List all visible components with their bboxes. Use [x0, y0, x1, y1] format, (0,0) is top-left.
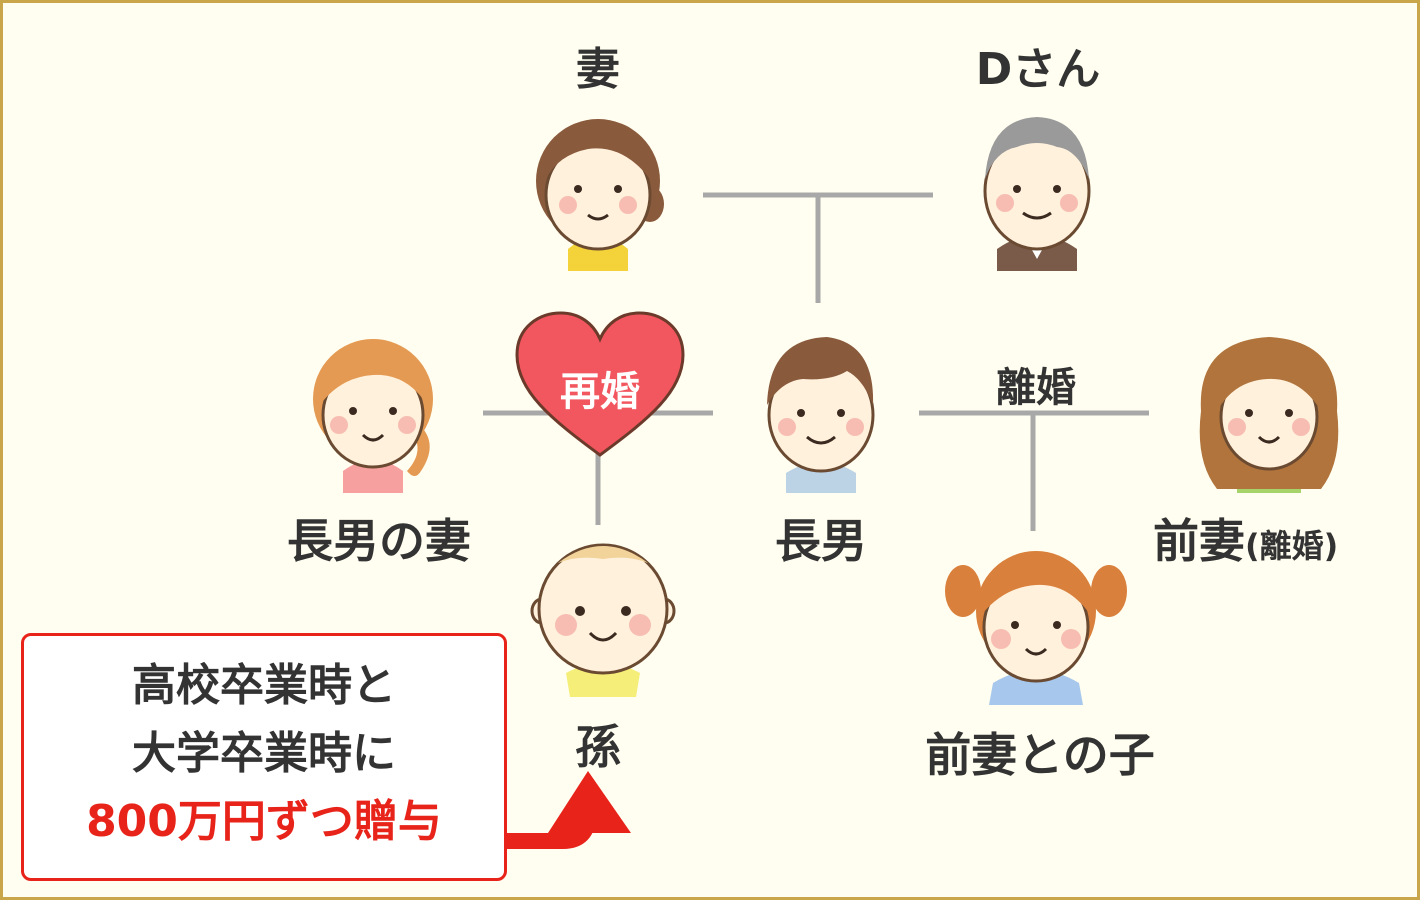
remarriage-heart: 再婚	[511, 309, 689, 459]
gift-note-box: 高校卒業時と 大学卒業時に 800万円ずつ贈与	[21, 633, 507, 881]
gift-arrow	[507, 771, 631, 849]
son-wife-label: 長男の妻	[287, 514, 471, 568]
eldest-son-label: 長男	[775, 514, 867, 568]
gift-note-line-2: 大学卒業時に	[132, 728, 396, 779]
d-avatar	[967, 99, 1107, 271]
grandchild-label: 孫	[575, 720, 621, 774]
wife-avatar	[528, 99, 668, 271]
grandchild-avatar	[528, 533, 678, 697]
gift-note-line-1: 高校卒業時と	[132, 660, 396, 711]
son-wife-avatar	[303, 321, 443, 493]
divorce-label: 離婚	[996, 365, 1076, 411]
ex-wife-child-label: 前妻との子	[925, 728, 1155, 782]
ex-wife-label-main: 前妻	[1153, 514, 1245, 568]
ex-wife-label-sub: (離婚)	[1245, 527, 1339, 565]
wife-label: 妻	[576, 44, 620, 95]
remarriage-label: 再婚	[560, 369, 640, 415]
ex-wife-child-avatar	[943, 533, 1129, 705]
eldest-son-avatar	[751, 321, 891, 493]
d-label: Dさん	[975, 44, 1101, 95]
gift-note-line-3: 800万円ずつ贈与	[86, 796, 442, 847]
ex-wife-label: 前妻(離婚)	[1153, 505, 1393, 571]
ex-wife-avatar	[1187, 321, 1351, 493]
heart-icon	[515, 311, 685, 457]
